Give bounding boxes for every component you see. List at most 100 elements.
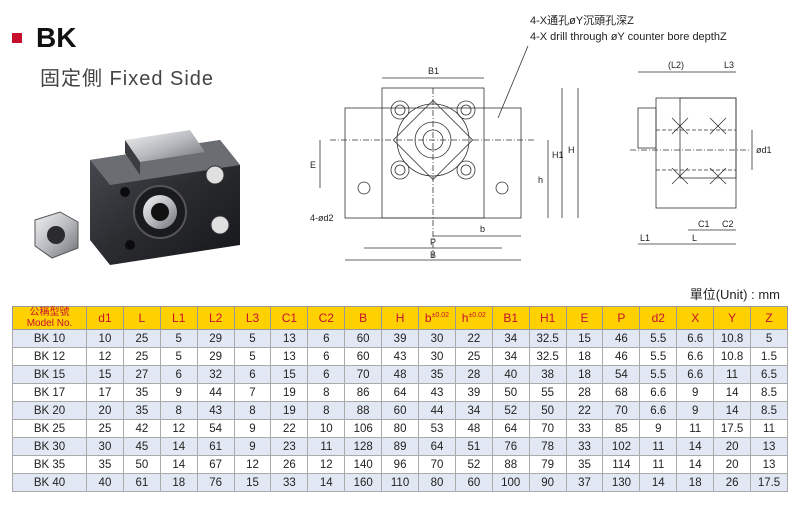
dim-L1: L1 bbox=[640, 233, 650, 243]
dim-B1: B1 bbox=[428, 66, 439, 76]
table-cell: 15 bbox=[565, 329, 604, 348]
table-cell: 128 bbox=[344, 437, 383, 456]
table-cell: 15 bbox=[86, 365, 124, 384]
table-cell: 76 bbox=[196, 473, 235, 492]
table-cell: 53 bbox=[418, 419, 456, 438]
col-d2: d2 bbox=[639, 306, 678, 330]
table-cell: 5.5 bbox=[639, 347, 678, 366]
col-label: B bbox=[359, 311, 368, 325]
table-cell: 6.6 bbox=[676, 365, 715, 384]
table-cell: 1.5 bbox=[750, 347, 788, 366]
dim-L2: (L2) bbox=[668, 60, 684, 70]
dim-C1: C1 bbox=[698, 219, 710, 229]
table-cell: 8 bbox=[307, 383, 346, 402]
table-cell: 160 bbox=[344, 473, 383, 492]
table-cell: 5.5 bbox=[639, 329, 678, 348]
dim-C2: C2 bbox=[722, 219, 734, 229]
table-cell: 13 bbox=[270, 329, 309, 348]
dim-E: E bbox=[310, 160, 316, 170]
table-cell: 20 bbox=[713, 455, 752, 474]
table-cell: 50 bbox=[491, 383, 530, 402]
col-label: X bbox=[691, 311, 700, 325]
table-cell: 13 bbox=[270, 347, 309, 366]
table-cell: 40 bbox=[86, 473, 124, 492]
col-label: C1 bbox=[281, 311, 298, 325]
col-label: b bbox=[424, 311, 432, 325]
table-cell: 35 bbox=[565, 455, 604, 474]
col-z: Z bbox=[750, 306, 788, 330]
table-cell: 25 bbox=[454, 347, 493, 366]
col-model: 公稱型號 Model No. bbox=[12, 306, 87, 330]
table-cell: 5 bbox=[233, 329, 272, 348]
table-cell: 9 bbox=[233, 419, 272, 438]
table-cell: 86 bbox=[344, 383, 383, 402]
table-cell: 12 bbox=[307, 455, 346, 474]
table-cell: 12 bbox=[233, 455, 272, 474]
table-cell: 43 bbox=[196, 401, 235, 420]
table-cell: 60 bbox=[344, 347, 383, 366]
table-cell: 6 bbox=[233, 365, 272, 384]
table-cell: 80 bbox=[381, 419, 420, 438]
table-cell: 14 bbox=[676, 437, 715, 456]
table-cell: 14 bbox=[713, 401, 752, 420]
table-cell: 106 bbox=[344, 419, 383, 438]
page-title: BK bbox=[36, 22, 77, 53]
table-cell: 17 bbox=[86, 383, 124, 402]
table-cell: 28 bbox=[565, 383, 604, 402]
table-cell: 9 bbox=[639, 419, 678, 438]
model-cell: BK 30 bbox=[12, 437, 87, 456]
table-cell: 64 bbox=[381, 383, 420, 402]
table-cell: 19 bbox=[270, 401, 309, 420]
drill-note-en: 4-X drill through øY counter bore depthZ bbox=[530, 31, 727, 43]
table-cell: 6 bbox=[307, 329, 346, 348]
table-cell: 10 bbox=[86, 329, 124, 348]
table-cell: 61 bbox=[196, 437, 235, 456]
table-cell: 90 bbox=[528, 473, 567, 492]
col-l2: L2 bbox=[196, 306, 235, 330]
dim-H1: H1 bbox=[552, 150, 564, 160]
table-cell: 34 bbox=[491, 347, 530, 366]
table-cell: 70 bbox=[418, 455, 456, 474]
table-cell: 70 bbox=[344, 365, 383, 384]
table-cell: 54 bbox=[196, 419, 235, 438]
col-p: P bbox=[602, 306, 641, 330]
table-cell: 6.6 bbox=[676, 329, 715, 348]
table-cell: 43 bbox=[418, 383, 456, 402]
table-cell: 67 bbox=[196, 455, 235, 474]
table-cell: 48 bbox=[381, 365, 420, 384]
table-cell: 68 bbox=[602, 383, 641, 402]
col-label: B1 bbox=[503, 311, 519, 325]
col-c2: C2 bbox=[307, 306, 346, 330]
table-cell: 33 bbox=[565, 419, 604, 438]
table-cell: 9 bbox=[676, 401, 715, 420]
table-cell: 140 bbox=[344, 455, 383, 474]
table-cell: 25 bbox=[122, 347, 161, 366]
table-cell: 60 bbox=[344, 329, 383, 348]
col-l: L bbox=[122, 306, 161, 330]
col-h1: H1 bbox=[528, 306, 567, 330]
table-cell: 70 bbox=[602, 401, 641, 420]
table-cell: 39 bbox=[454, 383, 493, 402]
table-cell: 9 bbox=[233, 437, 272, 456]
table-cell: 8 bbox=[307, 401, 346, 420]
table-cell: 70 bbox=[528, 419, 567, 438]
model-cell: BK 12 bbox=[12, 347, 87, 366]
table-cell: 6.6 bbox=[639, 401, 678, 420]
table-cell: 96 bbox=[381, 455, 420, 474]
model-cell: BK 15 bbox=[12, 365, 87, 384]
dim-B: B bbox=[430, 250, 436, 260]
table-cell: 32.5 bbox=[528, 347, 567, 366]
col-d1: d1 bbox=[86, 306, 124, 330]
table-cell: 44 bbox=[196, 383, 235, 402]
table-cell: 17.5 bbox=[713, 419, 752, 438]
table-cell: 5 bbox=[750, 329, 788, 348]
col-l3: L3 bbox=[233, 306, 272, 330]
table-cell: 6 bbox=[307, 347, 346, 366]
dim-H: H bbox=[568, 145, 575, 155]
dim-P: P bbox=[430, 237, 436, 247]
